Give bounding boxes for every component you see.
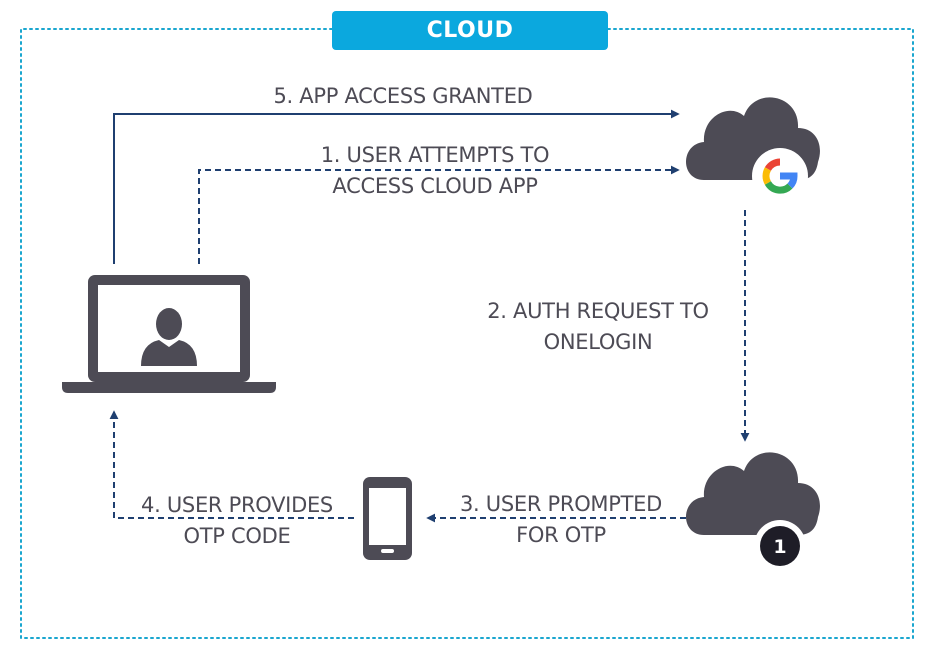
cloud-boundary	[20, 28, 914, 639]
cloud-banner: CLOUD	[332, 11, 608, 50]
step5-label: 5. APP ACCESS GRANTED	[240, 81, 566, 112]
step2-label: 2. AUTH REQUEST TO ONELOGIN	[458, 296, 738, 358]
step3-line2: FOR OTP	[516, 523, 606, 547]
step2-line2: ONELOGIN	[543, 330, 653, 354]
laptop-user-icon	[62, 275, 276, 393]
arrow-step4	[109, 410, 354, 519]
step3-label: 3. USER PROMPTED FOR OTP	[430, 489, 692, 551]
onelogin-badge	[760, 526, 800, 566]
google-logo-icon	[762, 158, 798, 194]
step1-line1: 1. USER ATTEMPTS TO	[320, 143, 550, 167]
google-cloud-icon	[686, 97, 820, 204]
smartphone-icon	[363, 477, 412, 560]
step3-line1: 3. USER PROMPTED	[460, 492, 662, 516]
arrow-step5	[113, 109, 680, 264]
step4-line1: 4. USER PROVIDES	[141, 493, 333, 517]
step5-line1: 5. APP ACCESS GRANTED	[273, 84, 533, 108]
step1-line2: ACCESS CLOUD APP	[332, 174, 538, 198]
step4-label: 4. USER PROVIDES OTP CODE	[112, 490, 362, 552]
onelogin-badge-text: 1	[773, 536, 786, 558]
step4-line2: OTP CODE	[183, 524, 291, 548]
arrow-step1	[198, 165, 680, 264]
step1-label: 1. USER ATTEMPTS TO ACCESS CLOUD APP	[290, 140, 580, 202]
onelogin-cloud-icon: 1	[686, 452, 820, 572]
step2-line1: 2. AUTH REQUEST TO	[487, 299, 709, 323]
